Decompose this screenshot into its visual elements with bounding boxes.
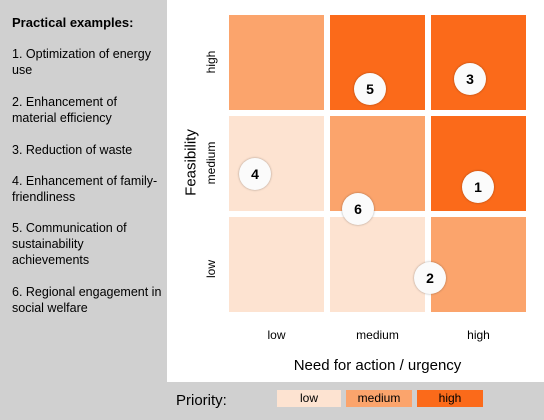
example-item-4: 4. Enhancement of family-friendliness <box>12 174 158 204</box>
marker-1: 1 <box>462 171 494 203</box>
cell-high-feasibility-high-need <box>431 15 526 110</box>
marker-4: 4 <box>239 158 271 190</box>
cell-low-feasibility-low-need <box>229 217 324 312</box>
cell-medium-feasibility-medium-need <box>330 116 425 211</box>
legend-high: high <box>417 390 483 407</box>
marker-5: 5 <box>354 73 386 105</box>
marker-6: 6 <box>342 193 374 225</box>
legend-low: low <box>277 390 341 407</box>
y-tick-medium: medium <box>204 141 218 185</box>
example-item-5: 5. Communication of sustainability achie… <box>12 221 127 267</box>
y-axis-title: Feasibility <box>182 129 200 196</box>
priority-matrix-panel: high medium low Feasibility low medium h… <box>167 0 544 382</box>
legend-medium: medium <box>346 390 412 407</box>
practical-examples-title: Practical examples: <box>12 15 134 30</box>
example-item-6: 6. Regional engagement in social welfare <box>12 285 162 315</box>
x-tick-high: high <box>467 328 490 342</box>
y-tick-low: low <box>204 260 218 279</box>
practical-examples-panel: Practical examples: 1. Optimization of e… <box>0 0 162 420</box>
x-tick-medium: medium <box>356 328 399 342</box>
cell-low-feasibility-high-need <box>431 217 526 312</box>
x-axis-title: Need for action / urgency <box>293 357 462 374</box>
example-item-1: 1. Optimization of energy use <box>12 47 151 77</box>
example-item-3: 3. Reduction of waste <box>12 143 133 157</box>
cell-high-feasibility-low-need <box>229 15 324 110</box>
marker-2: 2 <box>414 262 446 294</box>
y-tick-high: high <box>204 50 218 74</box>
x-tick-low: low <box>267 328 286 342</box>
cell-low-feasibility-medium-need <box>330 217 425 312</box>
example-item-2: 2. Enhancement of material efficiency <box>12 95 117 125</box>
marker-3: 3 <box>454 63 486 95</box>
legend-label: Priority: <box>176 392 227 409</box>
